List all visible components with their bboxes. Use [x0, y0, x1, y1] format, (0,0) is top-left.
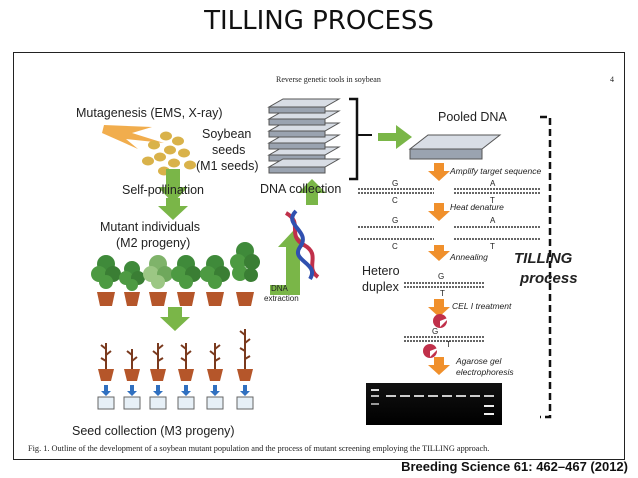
arrow-down-2 — [158, 198, 188, 220]
gel-label-1: Agarose gel — [455, 356, 502, 366]
base-g-1: G — [392, 179, 398, 188]
bracket — [349, 97, 359, 181]
base-c-2: C — [392, 242, 398, 251]
slide-title: TILLING PROCESS — [204, 6, 434, 36]
base-t-3: T — [440, 289, 445, 298]
base-c-1: C — [392, 196, 398, 205]
base-g-3: G — [438, 272, 444, 281]
dna-extraction-label-1: DNA — [271, 284, 289, 293]
arrow-cel — [428, 299, 450, 317]
figure-caption: Fig. 1. Outline of the development of a … — [28, 444, 489, 453]
base-t-1: T — [490, 196, 495, 205]
pooled-dna-label: Pooled DNA — [438, 110, 507, 124]
tilling-figure: Reverse genetic tools in soybean 4 Mutag… — [13, 52, 625, 460]
seed-arrows — [101, 385, 250, 396]
mutant-label-1: Mutant individuals — [100, 220, 200, 234]
arrow-right-pooled — [378, 125, 412, 149]
cel-label: CEL I treatment — [452, 301, 512, 311]
cleaved-strands — [404, 336, 484, 342]
dna-collection-label: DNA collection — [260, 182, 341, 196]
arrow-heat — [428, 203, 450, 221]
duplex-pair-1 — [358, 188, 540, 194]
base-a-1: A — [490, 179, 496, 188]
running-head: Reverse genetic tools in soybean — [276, 75, 381, 84]
figure-canvas: Reverse genetic tools in soybean 4 Mutag… — [28, 75, 614, 453]
self-pollination-label: Self-pollination — [122, 183, 204, 197]
plate-stack-icon — [267, 98, 341, 174]
heat-denature-label: Heat denature — [450, 202, 504, 212]
arrow-down-1 — [158, 169, 188, 203]
seeds-label-1: Soybean — [202, 127, 251, 141]
dna-extraction-label-2: extraction — [264, 294, 299, 303]
pooled-plate-icon — [408, 134, 502, 160]
mutant-label-2: (M2 progeny) — [116, 236, 190, 250]
seeds-label-2: seeds — [212, 143, 245, 157]
base-g-4: G — [432, 327, 438, 336]
base-t-4: T — [446, 340, 451, 349]
arrow-up-dna — [298, 179, 326, 205]
arrow-amplify — [428, 163, 450, 181]
gel-image — [366, 383, 502, 425]
arrow-anneal — [428, 245, 450, 261]
hetero-label-2: duplex — [362, 280, 400, 294]
citation: Breeding Science 61: 462–467 (2012) — [401, 459, 628, 474]
arrow-gel — [428, 357, 450, 375]
seed-collection-label: Seed collection (M3 progeny) — [72, 424, 235, 438]
soybean-seeds — [142, 131, 196, 176]
cel-enzyme-icon — [423, 314, 450, 358]
seeds-label-3: (M1 seeds) — [196, 159, 259, 173]
amplify-label: Amplify target sequence — [449, 166, 541, 176]
seed-tubes — [97, 396, 254, 410]
annealing-label: Annealing — [449, 252, 488, 262]
arrow-down-3 — [160, 307, 190, 331]
base-t-2: T — [490, 242, 495, 251]
mutagenesis-label: Mutagenesis (EMS, X-ray) — [76, 106, 223, 120]
m2-plants — [91, 242, 260, 306]
hetero-label-1: Hetero — [362, 264, 400, 278]
tilling-bracket — [540, 115, 552, 419]
base-a-2: A — [490, 216, 496, 225]
dna-helix-icon — [284, 209, 320, 281]
page-number: 4 — [610, 75, 614, 84]
lightning-icon — [102, 125, 164, 149]
base-g-2: G — [392, 216, 398, 225]
hetero-duplex-strands — [404, 282, 484, 288]
gel-label-2: electrophoresis — [456, 367, 514, 377]
tilling-label-1: TILLING — [514, 250, 573, 267]
denatured-strands — [358, 226, 540, 240]
m3-plants — [98, 329, 253, 381]
tilling-label-2: process — [519, 270, 578, 287]
